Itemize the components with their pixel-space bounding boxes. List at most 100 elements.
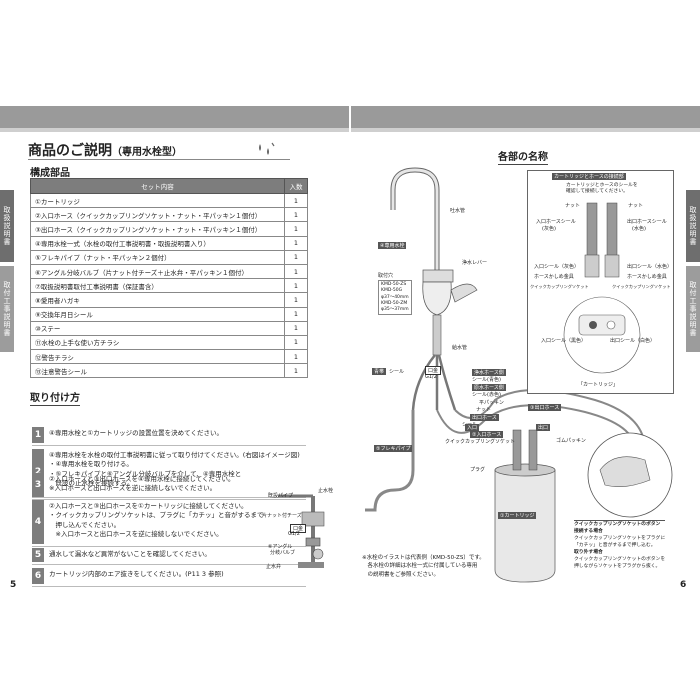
install-step: 5 通水して漏水など異常がないことを確認してください。 bbox=[32, 548, 216, 562]
lbl-gomupackin: ゴムパッキン bbox=[556, 438, 586, 444]
install-heading: 取り付け方 bbox=[30, 389, 80, 406]
side-tab-left-bottom[interactable]: 取付工事説明書 bbox=[0, 266, 14, 352]
page-title-sub: （専用水栓型） bbox=[112, 147, 182, 158]
title-rule bbox=[28, 159, 290, 160]
parts-qty: 1 bbox=[284, 349, 308, 365]
page-title: 商品のご説明（専用水栓型） bbox=[28, 140, 182, 160]
faucet-diagram bbox=[365, 167, 673, 583]
side-tab-left-top[interactable]: 取扱説明書 bbox=[0, 190, 14, 262]
page-gutter bbox=[349, 106, 351, 132]
lbl-hirapackin: 平パッキン bbox=[479, 400, 504, 406]
side-tab-right-top[interactable]: 取扱説明書 bbox=[686, 190, 700, 262]
parts-item: ⑧愛用者ハガキ bbox=[30, 292, 285, 308]
step-text: カートリッジ内部のエア抜きをしてください。(P11 3 参照) bbox=[44, 568, 229, 584]
parts-item: ⑥アングル分岐バルブ（片ナット付チーズ＋止水弁・平パッキン１個付） bbox=[30, 264, 285, 280]
lbl-cartridge: ①カートリッジ bbox=[498, 512, 537, 519]
parts-row: ⑦取扱説明書取付工事説明書（保証書含）1 bbox=[30, 278, 308, 294]
lbl-flex: ⑤フレキパイプ bbox=[374, 445, 413, 452]
fig-kuchigane2: G1/2 bbox=[288, 531, 300, 537]
parts-row: ②入口ホース（クイックカップリングソケット・ナット・平パッキン１個付）1 bbox=[30, 207, 308, 223]
lbl-tosuikan: 吐水管 bbox=[450, 208, 466, 214]
lbl-inlet-short: 入口 bbox=[465, 424, 480, 431]
side-tab-right-bottom[interactable]: 取付工事説明書 bbox=[686, 266, 700, 352]
step-text: 通水して漏水など異常がないことを確認してください。 bbox=[44, 548, 216, 562]
step-line: ※入口ホースと出口ホースを逆に接続しないでください。 bbox=[49, 484, 217, 493]
step-divider bbox=[32, 564, 306, 565]
fig-shisuiben: 止水弁 bbox=[266, 564, 282, 570]
inset-qc-l: クイックカップリングソケット bbox=[530, 284, 589, 289]
bottom-note: ※水栓のイラストは代表例（KMD-50-ZS）です。 各水栓の詳細は水栓一式に付… bbox=[362, 555, 485, 578]
lbl-outlet-tag: 出口ホース bbox=[470, 414, 499, 421]
parts-item: ⑫警告チラシ bbox=[30, 349, 285, 365]
step-line: ②入口ホースと③出口ホースを①カートリッジに接続してください。 bbox=[49, 502, 248, 510]
inset-out-seal: 出口ホースシール bbox=[627, 219, 667, 225]
parts-item: ⑩ステー bbox=[30, 321, 285, 336]
parts-qty: 1 bbox=[284, 236, 308, 251]
inset-qc-r: クイックカップリングソケット bbox=[612, 284, 671, 289]
lbl-jousuilever: 浄水レバー bbox=[462, 260, 488, 266]
step-text: ④専用水栓を水栓の取付工事説明書に従って取り付けてください。(右図はイメージ図)… bbox=[44, 449, 305, 495]
lbl-seal-blue2: シール(青色) bbox=[472, 377, 501, 383]
step-number: 5 bbox=[32, 548, 44, 562]
step-number: 1 bbox=[32, 427, 44, 443]
step-line: 通水して漏水など異常がないことを確認してください。 bbox=[49, 550, 211, 558]
step-number: 3 bbox=[32, 473, 44, 497]
step-number: 4 bbox=[32, 500, 44, 544]
inset-title: カートリッジとホースの接続部 bbox=[552, 173, 626, 180]
inset-nut-l: ナット bbox=[565, 203, 581, 209]
lbl-gensui-hose: 原水ホース側 bbox=[472, 384, 506, 391]
kmd-box: KMD-50-ZS KMD-50G φ37〜40mm KMD-50-ZM φ35… bbox=[378, 280, 412, 316]
lbl-seal-red: シール(赤色) bbox=[472, 392, 501, 398]
lbl-kyusui: 給水管 bbox=[452, 345, 468, 351]
parts-item: ③出口ホース（クイックカップリングソケット・ナット・平パッキン１個付） bbox=[30, 221, 285, 237]
page-number-right: 6 bbox=[680, 580, 687, 590]
lbl-seal: シール bbox=[389, 369, 405, 375]
parts-qty: 1 bbox=[284, 264, 308, 280]
step-number: 6 bbox=[32, 568, 44, 584]
step-line: ④専用水栓を水栓の取付工事説明書に従って取り付けてください。(右図はイメージ図) bbox=[49, 451, 300, 459]
inset-hose-l: ホースかしめ金具 bbox=[534, 274, 574, 280]
lbl-kuchigane: 口金 bbox=[425, 366, 442, 375]
parts-qty: 1 bbox=[284, 207, 308, 223]
lbl-nut: ナット bbox=[476, 407, 492, 413]
water-drops-icon bbox=[259, 142, 275, 155]
inset-nut-r: ナット bbox=[628, 203, 644, 209]
lbl-katashiki: 取付穴 bbox=[378, 273, 394, 279]
parts-row: ④専用水栓一式（水栓の取付工事説明書・取扱説明書入り）1 bbox=[30, 236, 308, 251]
step-divider bbox=[32, 586, 306, 587]
inset-in-seal-color: (灰色) bbox=[542, 226, 556, 232]
inset-in-label: 入口シール（灰色） bbox=[534, 264, 580, 270]
fig-kuchigane: 口金 bbox=[290, 524, 307, 533]
parts-row: ⑥アングル分岐バルブ（片ナット付チーズ＋止水弁・平パッキン１個付）1 bbox=[30, 264, 308, 280]
lbl-seal-blue: 青帯 bbox=[372, 368, 387, 375]
inset-out-label: 出口シール（水色） bbox=[627, 264, 673, 270]
fig-angle2: 分岐バルブ bbox=[270, 550, 296, 556]
parts-row: ⑤フレキパイプ（ナット・平パッキン２個付）1 bbox=[30, 250, 308, 265]
step-line: ・④専用水栓を取り付ける。 bbox=[49, 460, 133, 469]
parts-qty: 1 bbox=[284, 321, 308, 336]
parts-item: ⑦取扱説明書取付工事説明書（保証書含） bbox=[30, 278, 285, 294]
col-qty: 入数 bbox=[284, 178, 308, 194]
step-text: ②入口ホースと③出口ホースを④専用水栓に接続してください。※入口ホースと出口ホー… bbox=[44, 473, 239, 497]
qc-box: クイックカップリングソケットのボタン 接続する場合 クイックカップリングソケット… bbox=[574, 520, 666, 569]
fig-shisui: 止水栓 bbox=[318, 488, 334, 494]
step-line: ④専用水栓と①カートリッジの設置位置を決めてください。 bbox=[49, 429, 223, 437]
inset-in-black: 入口シール（黒色） bbox=[541, 338, 587, 344]
lbl-outlet-short: 出口 bbox=[536, 424, 551, 431]
parts-qty: 1 bbox=[284, 193, 308, 209]
inset-note: カートリッジとホースのシールを 確認して接続してください。 bbox=[566, 183, 638, 195]
parts-qty: 1 bbox=[284, 307, 308, 322]
parts-item: ④専用水栓一式（水栓の取付工事説明書・取扱説明書入り） bbox=[30, 236, 285, 251]
inset-diagram bbox=[563, 202, 641, 374]
parts-item: ⑨交換年月日シール bbox=[30, 307, 285, 322]
